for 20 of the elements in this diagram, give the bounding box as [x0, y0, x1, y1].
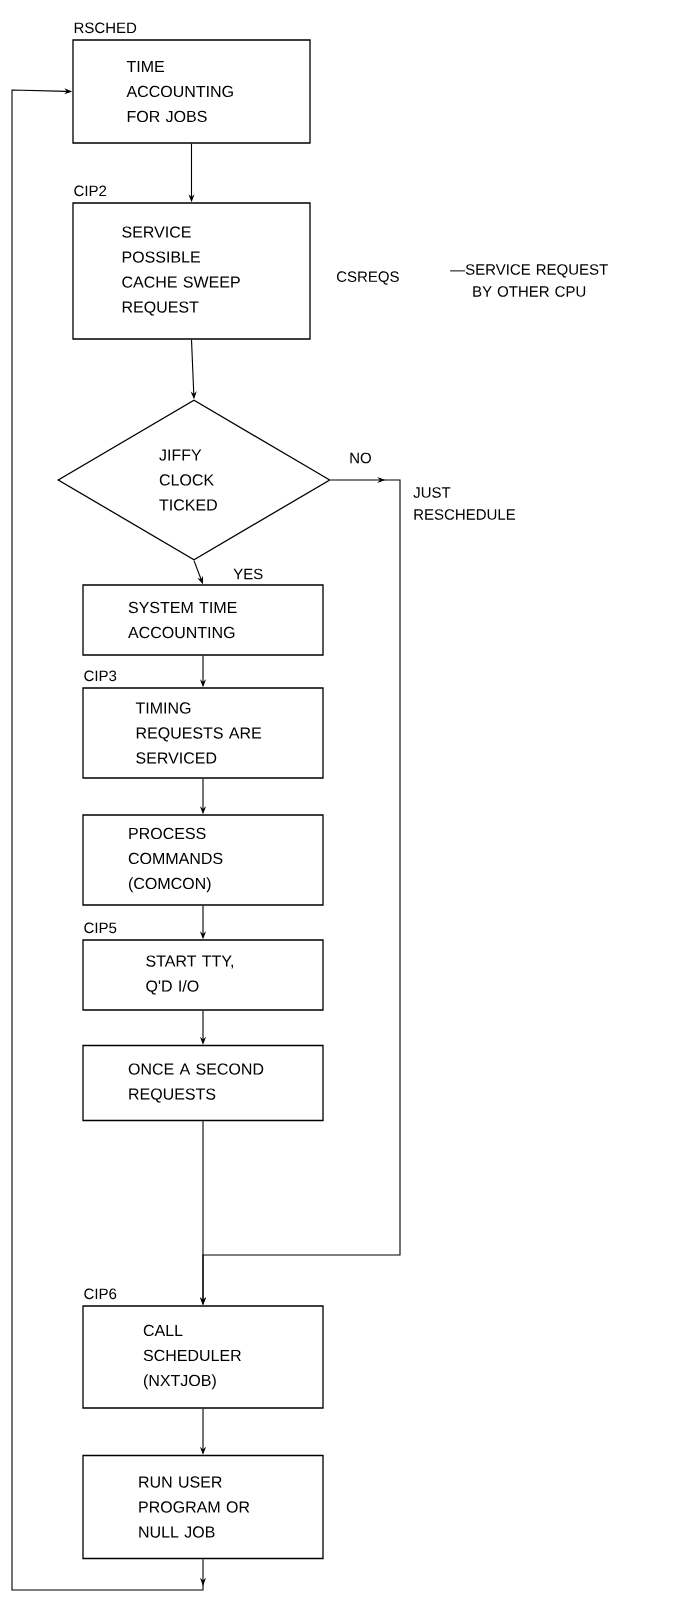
edge-label: NO: [348, 451, 373, 465]
process-box: SYSTEM TIME ACCOUNTING: [82, 584, 324, 656]
process-box: TIME ACCOUNTING FOR JOBS: [72, 39, 311, 144]
process-box: ONCE A SECOND REQUESTS: [82, 1044, 324, 1122]
routine-label: CIP3: [84, 670, 117, 682]
note-text: —SERVICE REQUEST BY OTHER CPU: [450, 264, 608, 297]
routine-label: CIP5: [84, 922, 117, 934]
routine-label: CIP2: [74, 185, 107, 197]
process-box: TIMING REQUESTS ARE SERVICED: [82, 687, 324, 779]
process-box: SERVICE POSSIBLE CACHE SWEEP REQUEST: [72, 202, 311, 340]
process-box: PROCESS COMMANDS (COMCON): [82, 814, 324, 906]
process-box: START TTY, Q'D I/O: [82, 939, 324, 1011]
edge-label: YES: [232, 567, 265, 581]
arrow: [11, 88, 207, 1591]
note-text: CSREQS: [336, 271, 399, 285]
routine-label: CIP6: [84, 1288, 117, 1300]
routine-label: RSCHED: [74, 22, 137, 34]
process-box: RUN USER PROGRAM OR NULL JOB: [82, 1454, 324, 1560]
process-box: CALL SCHEDULER (NXTJOB): [82, 1305, 324, 1409]
note-text: JUST RESCHEDULE: [413, 487, 516, 520]
